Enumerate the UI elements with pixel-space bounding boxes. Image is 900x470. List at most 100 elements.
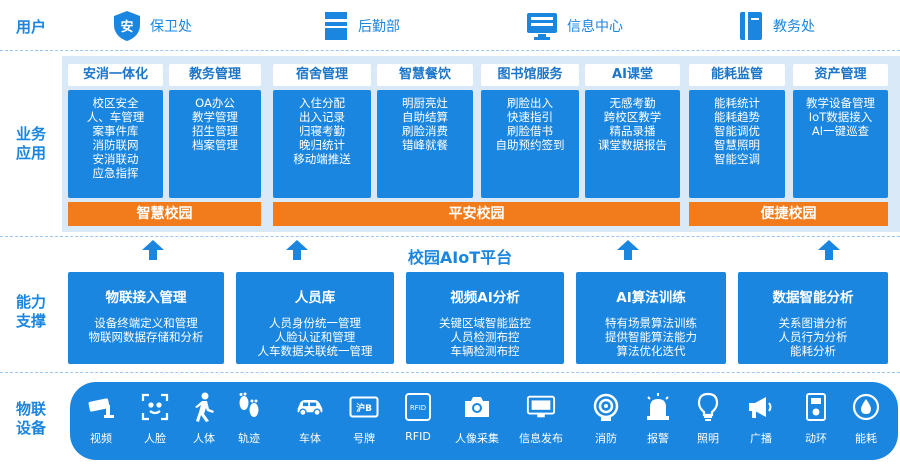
business-item: 入住分配	[299, 96, 345, 110]
device-label: 人脸	[144, 432, 166, 445]
user-label: 保卫处	[150, 19, 192, 35]
capability-title: 数据智能分析	[772, 290, 854, 306]
business-item: 归寝考勤	[299, 124, 345, 138]
user-info-center: 信息中心	[525, 8, 623, 44]
business-column-title: 资产管理	[793, 64, 888, 86]
person-walking-icon	[189, 392, 219, 422]
row-label-business-line2: 应用	[15, 144, 46, 162]
device-energy: 能耗	[846, 392, 886, 446]
business-column-items: 无感考勤 跨校区教学 精品录播 课堂数据报告	[585, 90, 680, 198]
capability-item: 人脸认证和管理	[274, 330, 356, 344]
capability-box: 物联接入管理 设备终端定义和管理 物联网数据存储和分析	[68, 272, 224, 364]
business-column: 资产管理 教学设备管理 IoT数据接入 AI一键巡查	[793, 64, 888, 198]
business-column-items: 教学设备管理 IoT数据接入 AI一键巡查	[793, 90, 888, 198]
row-label-users: 用户	[15, 18, 46, 36]
business-item: 明厨亮灶	[402, 96, 448, 110]
svg-text:沪B: 沪B	[356, 402, 372, 414]
business-item: 智慧照明	[714, 138, 760, 152]
business-item: 刷脸消费	[402, 124, 448, 138]
capability-item: 关系图谱分析	[778, 316, 848, 330]
business-item: 智能调优	[714, 124, 760, 138]
environment-meter-icon	[801, 392, 831, 422]
arrow-up-icon	[617, 240, 639, 260]
business-item: 应急指挥	[92, 166, 139, 180]
business-item: 自助预约签到	[495, 138, 565, 152]
alarm-icon	[643, 392, 673, 422]
business-item: 档案管理	[192, 138, 238, 152]
business-item: 跨校区教学	[603, 110, 662, 124]
business-column-title: 能耗监管	[689, 64, 785, 86]
capability-item: 算法优化迭代	[616, 344, 686, 358]
capability-item: 设备终端定义和管理	[94, 316, 198, 330]
fire-hose-icon	[591, 392, 621, 422]
capability-title: 人员库	[294, 290, 336, 306]
capability-title: 物联接入管理	[105, 290, 187, 306]
rfid-icon: RFID	[403, 392, 433, 422]
device-label: 视频	[90, 432, 112, 445]
capability-box: 数据智能分析 关系图谱分析 人员行为分析 能耗分析	[738, 272, 888, 364]
energy-drop-icon	[851, 392, 881, 422]
business-item: 错峰就餐	[402, 138, 448, 152]
business-item: 出入记录	[299, 110, 345, 124]
capability-item: 车辆检测布控	[450, 344, 520, 358]
business-item: 校区安全	[92, 96, 139, 110]
user-label: 信息中心	[567, 19, 623, 35]
user-academic-affairs: 教务处	[737, 8, 815, 44]
footprints-icon	[234, 392, 264, 422]
business-column: 能耗监管 能耗统计 能耗趋势 智能调优 智慧照明 智能空调	[689, 64, 785, 198]
row-label-business: 业务 应用	[0, 125, 62, 163]
business-column-title: 宿舍管理	[273, 64, 371, 86]
device-face: 人脸	[135, 392, 175, 446]
business-column-title: 安消一体化	[68, 64, 163, 86]
capability-box: 视频AI分析 关键区域智能监控 人员检测布控 车辆检测布控	[406, 272, 564, 364]
device-track: 轨迹	[229, 392, 269, 446]
capability-title: AI算法训练	[616, 290, 686, 306]
device-label: 动环	[805, 432, 827, 445]
business-column-title: 智慧餐饮	[377, 64, 473, 86]
loudspeaker-icon	[746, 392, 776, 422]
arrow-up-icon	[286, 240, 308, 260]
capability-item: 人员行为分析	[778, 330, 848, 344]
arrow-up-icon	[818, 240, 840, 260]
business-column-items: 入住分配 出入记录 归寝考勤 晚归统计 移动端推送	[273, 90, 371, 198]
platform-title: 校园AIoT平台	[407, 248, 513, 267]
row-label-devices-line1: 物联	[15, 400, 46, 418]
capability-item: 人员身份统一管理	[269, 316, 361, 330]
business-column: 宿舍管理 入住分配 出入记录 归寝考勤 晚归统计 移动端推送	[273, 64, 371, 198]
business-item: 人、车管理	[86, 110, 145, 124]
device-portrait-capture: 人像采集	[455, 392, 499, 446]
business-item: 移动端推送	[293, 152, 351, 166]
row-label-devices-line2: 设备	[15, 419, 46, 437]
monitor-icon	[525, 11, 559, 41]
capability-item: 人车数据关联统一管理	[257, 344, 373, 358]
device-label: 轨迹	[238, 432, 260, 445]
business-item: 安消联动	[92, 152, 139, 166]
business-item: IoT数据接入	[808, 110, 873, 124]
business-item: 快速指引	[507, 110, 553, 124]
business-column-items: 刷脸出入 快速指引 刷脸借书 自助预约签到	[481, 90, 579, 198]
business-item: 智能空调	[714, 152, 760, 166]
svg-text:RFID: RFID	[410, 404, 426, 412]
separator-users	[0, 50, 900, 51]
business-column-title: 教务管理	[169, 64, 261, 86]
capability-item: 物联网数据存储和分析	[88, 330, 204, 344]
band-smart-campus: 智慧校园	[68, 202, 261, 226]
business-item: 案事件库	[92, 124, 139, 138]
business-column-items: 明厨亮灶 自助结算 刷脸消费 错峰就餐	[377, 90, 473, 198]
capability-title: 视频AI分析	[450, 290, 520, 306]
row-label-capability-line1: 能力	[15, 293, 46, 311]
device-env-monitor: 动环	[796, 392, 836, 446]
capability-items: 关键区域智能监控 人员检测布控 车辆检测布控	[406, 316, 564, 358]
device-rfid: RFID RFID	[398, 392, 438, 443]
device-vehicle: 车体	[290, 392, 330, 446]
business-column: 智慧餐饮 明厨亮灶 自助结算 刷脸消费 错峰就餐	[377, 64, 473, 198]
business-column-title: 图书馆服务	[481, 64, 579, 86]
license-plate-icon: 沪B	[349, 392, 379, 422]
business-item: OA办公	[195, 96, 235, 110]
band-safe-campus: 平安校园	[273, 202, 680, 226]
capability-item: 特有场景算法训练	[605, 316, 697, 330]
capability-box: 人员库 人员身份统一管理 人脸认证和管理 人车数据关联统一管理	[236, 272, 394, 364]
user-logistics: 后勤部	[322, 8, 400, 44]
business-item: AI一键巡查	[811, 124, 870, 138]
device-label: RFID	[405, 430, 431, 443]
